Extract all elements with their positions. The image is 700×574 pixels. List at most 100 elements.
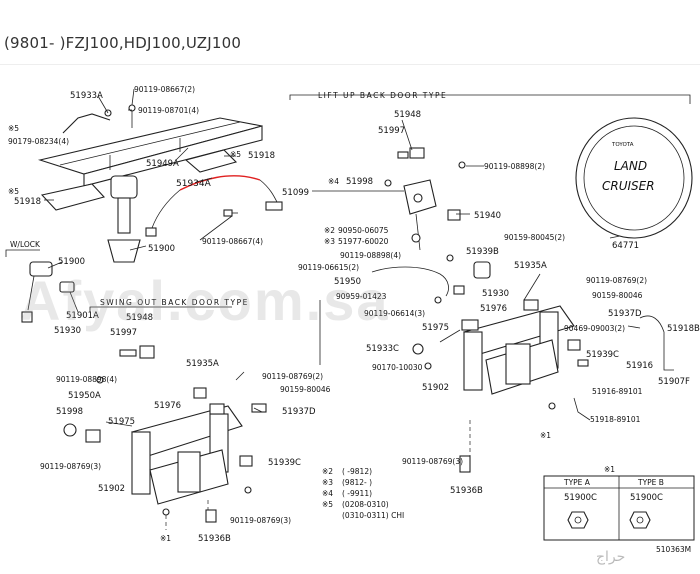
label-51936B-lift: 51936B — [450, 486, 483, 496]
section-title-wlock: W/LOCK — [10, 240, 41, 249]
label-90959-01423: 90959-01423 — [336, 292, 387, 301]
carrier-frame-part — [37, 117, 263, 187]
label-90159-80046-lift: 90159-80046 — [592, 291, 643, 300]
note-mark-5a: ※5 — [8, 124, 19, 133]
note-mark-4: ※4 — [328, 177, 339, 186]
tire-cover-brand: TOYOTA — [611, 142, 634, 148]
latch-parts-right — [412, 315, 674, 473]
label-51997-swing: 51997 — [110, 328, 137, 338]
note-mark-1b: ※1 — [160, 534, 171, 543]
label-51977-60020: 51977-60020 — [338, 237, 389, 246]
type-b-bolt-icon — [629, 511, 651, 529]
label-51950A: 51950A — [68, 391, 101, 401]
spare-tire-cover — [575, 117, 693, 239]
logo-icon: حراج — [596, 549, 626, 565]
note-row-5-range: (0310-0311) CHI — [342, 511, 404, 520]
label-51907F: 51907F — [658, 377, 690, 387]
label-90119-08667-4: 90119-08667(4) — [202, 237, 263, 246]
label-51918-left: 51918 — [14, 197, 41, 207]
label-90119-06615-2: 90119-06615(2) — [298, 263, 359, 272]
note-mark-5c: ※5 — [8, 187, 19, 196]
header-divider — [0, 64, 700, 65]
carrier-lift-up-part — [461, 299, 575, 395]
hoist-unit-part — [107, 175, 141, 263]
label-90119-08769-3-swing-right: 90119-08769(3) — [230, 516, 291, 525]
tire-cover-text-land: LAND — [614, 159, 647, 173]
label-51998-lift: 51998 — [346, 177, 373, 187]
pad-plate-right — [184, 149, 238, 173]
control-cable-part — [371, 266, 465, 304]
label-51949A: 51949A — [146, 159, 179, 169]
label-51900-top: 51900 — [148, 244, 175, 254]
label-51976-swing: 51976 — [154, 401, 181, 411]
label-90119-08769-2-lift: 90119-08769(2) — [586, 276, 647, 285]
label-51975-lift: 51975 — [422, 323, 449, 333]
label-51934A-highlighted: 51934A — [176, 179, 212, 189]
note-row-3-mark: ※4 — [322, 489, 333, 498]
swing-out-section-bracket — [89, 306, 232, 312]
lift-up-section-bracket — [289, 94, 691, 104]
tire-cover-text-cruiser: CRUISER — [602, 179, 655, 193]
label-51940: 51940 — [474, 211, 501, 221]
hinge-bracket-part — [403, 179, 461, 251]
label-90469-09003-2: 90469-09003(2) — [564, 324, 625, 333]
label-51900-wlock: 51900 — [58, 257, 85, 267]
small-parts-swing-out — [63, 345, 267, 530]
leader-lines — [44, 88, 641, 427]
note-row-1-range: ( -9812) — [342, 467, 372, 476]
label-51976-lift: 51976 — [480, 304, 507, 314]
label-51975-swing: 51975 — [108, 417, 135, 427]
label-90119-08898-4: 90119-08898(4) — [340, 251, 401, 260]
label-90159-80045-2: 90159-80045(2) — [504, 233, 565, 242]
note-mark-5b: ※5 — [230, 150, 241, 159]
type-a-part: 51900C — [564, 493, 597, 503]
note-row-4-mark: ※5 — [322, 500, 333, 509]
note-row-2-range: (9812- ) — [342, 478, 372, 487]
label-51937D-swing: 51937D — [282, 407, 316, 417]
diagram-code: 510363M — [656, 545, 691, 554]
type-a-header: TYPE A — [563, 478, 591, 487]
type-b-header: TYPE B — [637, 478, 664, 487]
label-51933A: 51933A — [70, 91, 103, 101]
lift-arm-part — [62, 104, 136, 134]
note-mark-1a: ※1 — [540, 431, 551, 440]
label-90179-08234-4: 90179-08234(4) — [8, 137, 69, 146]
note-row-1-mark: ※2 — [322, 467, 333, 476]
label-51930-lift: 51930 — [482, 289, 509, 299]
note-row-2-mark: ※3 — [322, 478, 333, 487]
label-51997-lift: 51997 — [378, 126, 405, 136]
label-51916: 51916 — [626, 361, 653, 371]
label-90170-10030: 90170-10030 — [372, 363, 423, 372]
carrier-swing-out-part — [131, 403, 243, 505]
label-90119-08701-4: 90119-08701(4) — [138, 106, 199, 115]
type-table-note: ※1 — [604, 465, 615, 474]
label-51933C: 51933C — [366, 344, 399, 354]
section-title-swing-out: SWING OUT BACK DOOR TYPE — [100, 298, 249, 307]
note-mark-2: ※2 — [324, 226, 335, 235]
type-table: ※1 TYPE A TYPE B 51900C 51900C — [543, 465, 695, 541]
small-parts-top-right — [384, 147, 491, 279]
label-51902-swing: 51902 — [98, 484, 125, 494]
label-51918B: 51918B — [667, 324, 700, 334]
notes-block: ※2 ( -9812) ※3 (9812- ) ※4 ( -9911) ※5 (… — [322, 467, 404, 520]
label-51948-lift: 51948 — [394, 110, 421, 120]
section-title-lift-up: LIFT UP BACK DOOR TYPE — [318, 91, 447, 100]
label-51937D-lift: 51937D — [608, 309, 642, 319]
label-90119-06614-3: 90119-06614(3) — [364, 309, 425, 318]
label-51902-lift: 51902 — [422, 383, 449, 393]
note-row-3-range: ( -9911) — [342, 489, 372, 498]
label-51939B: 51939B — [466, 247, 499, 257]
label-51901A: 51901A — [66, 311, 99, 321]
note-mark-3: ※3 — [324, 237, 335, 246]
page-title: (9801- )FZJ100,HDJ100,UZJ100 — [4, 34, 242, 52]
label-90119-08769-2-swing: 90119-08769(2) — [262, 372, 323, 381]
label-90119-08898-2: 90119-08898(2) — [484, 162, 545, 171]
label-51918-top: 51918 — [248, 151, 275, 161]
label-51099: 51099 — [282, 188, 309, 198]
label-64771: 64771 — [612, 241, 639, 251]
pad-plate-left — [40, 183, 106, 211]
label-51939C-lift: 51939C — [586, 350, 619, 360]
label-51930-wlock: 51930 — [54, 326, 81, 336]
